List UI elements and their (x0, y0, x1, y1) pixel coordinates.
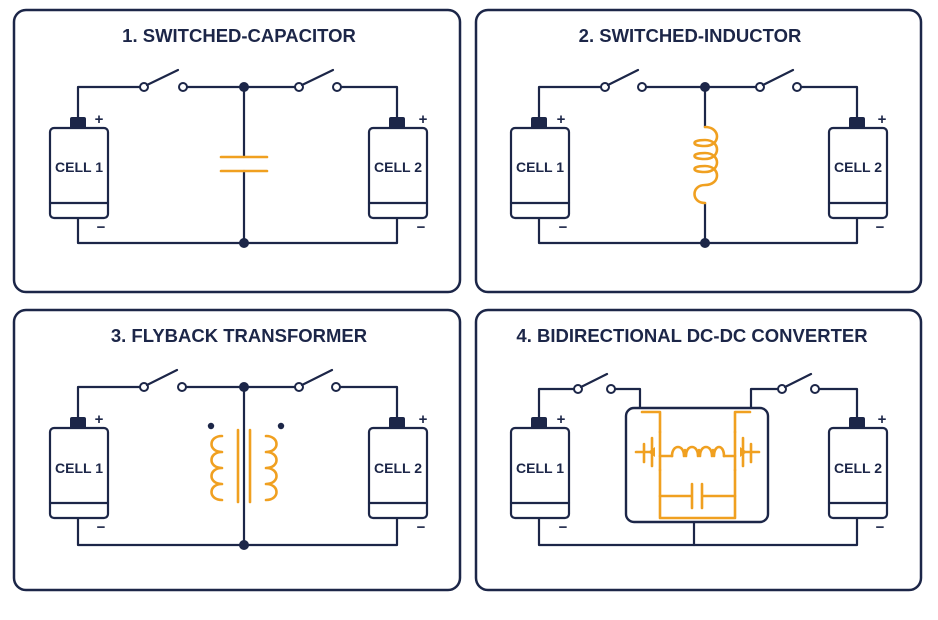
converter-module (624, 406, 770, 524)
cell-2-label: CELL 2 (834, 159, 882, 175)
switch-icon (294, 368, 341, 392)
wire (537, 516, 859, 547)
panel-switched-inductor: 2. SWITCHED-INDUCTOR CELL 1 + − (474, 8, 923, 294)
wire (76, 85, 142, 120)
battery-cell-icon (509, 417, 571, 520)
junction-dot (239, 540, 249, 550)
wire (76, 385, 142, 420)
junction-dot (239, 238, 249, 248)
panel-title: 2. SWITCHED-INDUCTOR (579, 25, 802, 46)
negative-terminal-label: − (417, 219, 426, 236)
cell-1-label: CELL 1 (516, 460, 564, 476)
transformer-icon (207, 422, 285, 504)
negative-terminal-label: − (559, 219, 568, 236)
wire (537, 387, 576, 420)
panel-frame (474, 8, 923, 294)
junction-dot (239, 82, 249, 92)
panel-frame (12, 8, 462, 294)
battery-cell-icon (367, 417, 429, 520)
switch-icon (139, 368, 187, 392)
cell-2-label: CELL 2 (374, 460, 422, 476)
junction-dot (239, 382, 249, 392)
positive-terminal-label: + (557, 111, 566, 128)
positive-terminal-label: + (95, 111, 104, 128)
battery-cell-icon (509, 117, 571, 220)
positive-terminal-label: + (878, 111, 887, 128)
switch-icon (139, 68, 188, 92)
wire (799, 85, 859, 120)
negative-terminal-label: − (417, 519, 426, 536)
wire (76, 516, 399, 547)
capacitor-icon (219, 155, 269, 173)
inductor-icon (670, 445, 726, 458)
negative-terminal-label: − (97, 219, 106, 236)
wire (338, 385, 399, 420)
battery-cell-icon (367, 117, 429, 220)
switch-icon (755, 68, 802, 92)
cell-1-label: CELL 1 (55, 159, 103, 175)
junction-dot (700, 82, 710, 92)
negative-terminal-label: − (876, 519, 885, 536)
switch-icon (600, 68, 647, 92)
wire (537, 216, 859, 245)
switch-icon (294, 68, 342, 92)
positive-terminal-label: + (878, 411, 887, 428)
switch-icon (777, 372, 820, 394)
converter-circuit (634, 410, 761, 520)
panel-title: 4. BIDIRECTIONAL DC-DC CONVERTER (516, 325, 867, 346)
positive-terminal-label: + (419, 111, 428, 128)
capacitor-icon (690, 482, 704, 510)
wire (537, 85, 603, 120)
positive-terminal-label: + (557, 411, 566, 428)
wire (339, 85, 399, 120)
cell-2-label: CELL 2 (834, 460, 882, 476)
panel-switched-capacitor: 1. SWITCHED-CAPACITOR (12, 8, 462, 294)
panel-bidirectional-dc-dc-converter: 4. BIDIRECTIONAL DC-DC CONVERTER (474, 308, 923, 592)
panel-title: 1. SWITCHED-CAPACITOR (122, 25, 356, 46)
battery-cell-icon (48, 417, 110, 520)
battery-cell-icon (48, 117, 110, 220)
panel-flyback-transformer: 3. FLYBACK TRANSFORMER (12, 308, 462, 592)
panel-title: 3. FLYBACK TRANSFORMER (111, 325, 367, 346)
positive-terminal-label: + (419, 411, 428, 428)
mosfet-icon (733, 430, 761, 472)
negative-terminal-label: − (876, 219, 885, 236)
wire (749, 387, 780, 410)
battery-cell-icon (827, 417, 889, 520)
negative-terminal-label: − (97, 519, 106, 536)
junction-dot (700, 238, 710, 248)
positive-terminal-label: + (95, 411, 104, 428)
battery-cell-icon (827, 117, 889, 220)
wire (613, 387, 642, 410)
inductor-icon (693, 125, 719, 205)
wire (817, 387, 859, 420)
cell-1-label: CELL 1 (516, 159, 564, 175)
negative-terminal-label: − (559, 519, 568, 536)
cell-1-label: CELL 1 (55, 460, 103, 476)
cell-2-label: CELL 2 (374, 159, 422, 175)
wire (76, 216, 399, 245)
switch-icon (573, 372, 616, 394)
mosfet-icon (634, 430, 662, 472)
